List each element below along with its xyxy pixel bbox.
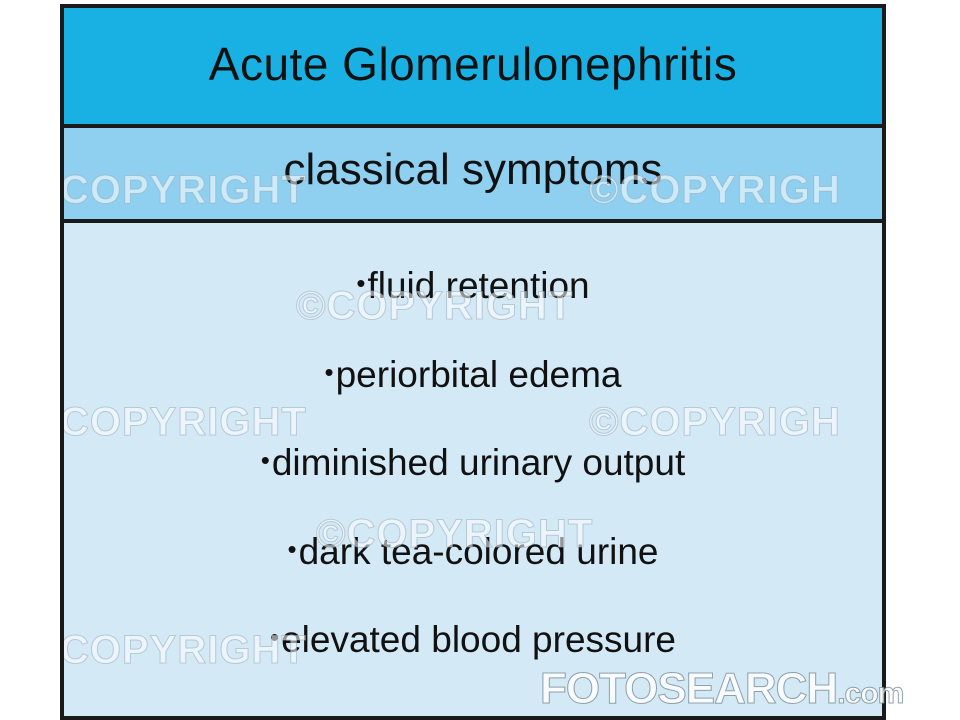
brand-name: FOTOSEARCH xyxy=(539,664,838,714)
slide-subtitle: classical symptoms xyxy=(283,144,663,194)
symptom-item: elevated blood pressure xyxy=(64,615,882,662)
fotosearch-logo-watermark: FOTOSEARCH.com xyxy=(539,664,905,714)
symptom-item: dark tea-colored urine xyxy=(64,527,882,574)
subtitle-band: classical symptoms xyxy=(64,128,882,223)
symptom-item: periorbital edema xyxy=(64,350,882,397)
slide-card: Acute Glomerulonephritis classical sympt… xyxy=(60,4,886,720)
symptom-item: diminished urinary output xyxy=(64,438,882,485)
slide-title: Acute Glomerulonephritis xyxy=(208,38,738,90)
title-band: Acute Glomerulonephritis xyxy=(64,8,882,128)
symptom-item: fluid retention xyxy=(64,261,882,308)
brand-suffix: .com xyxy=(837,677,905,711)
